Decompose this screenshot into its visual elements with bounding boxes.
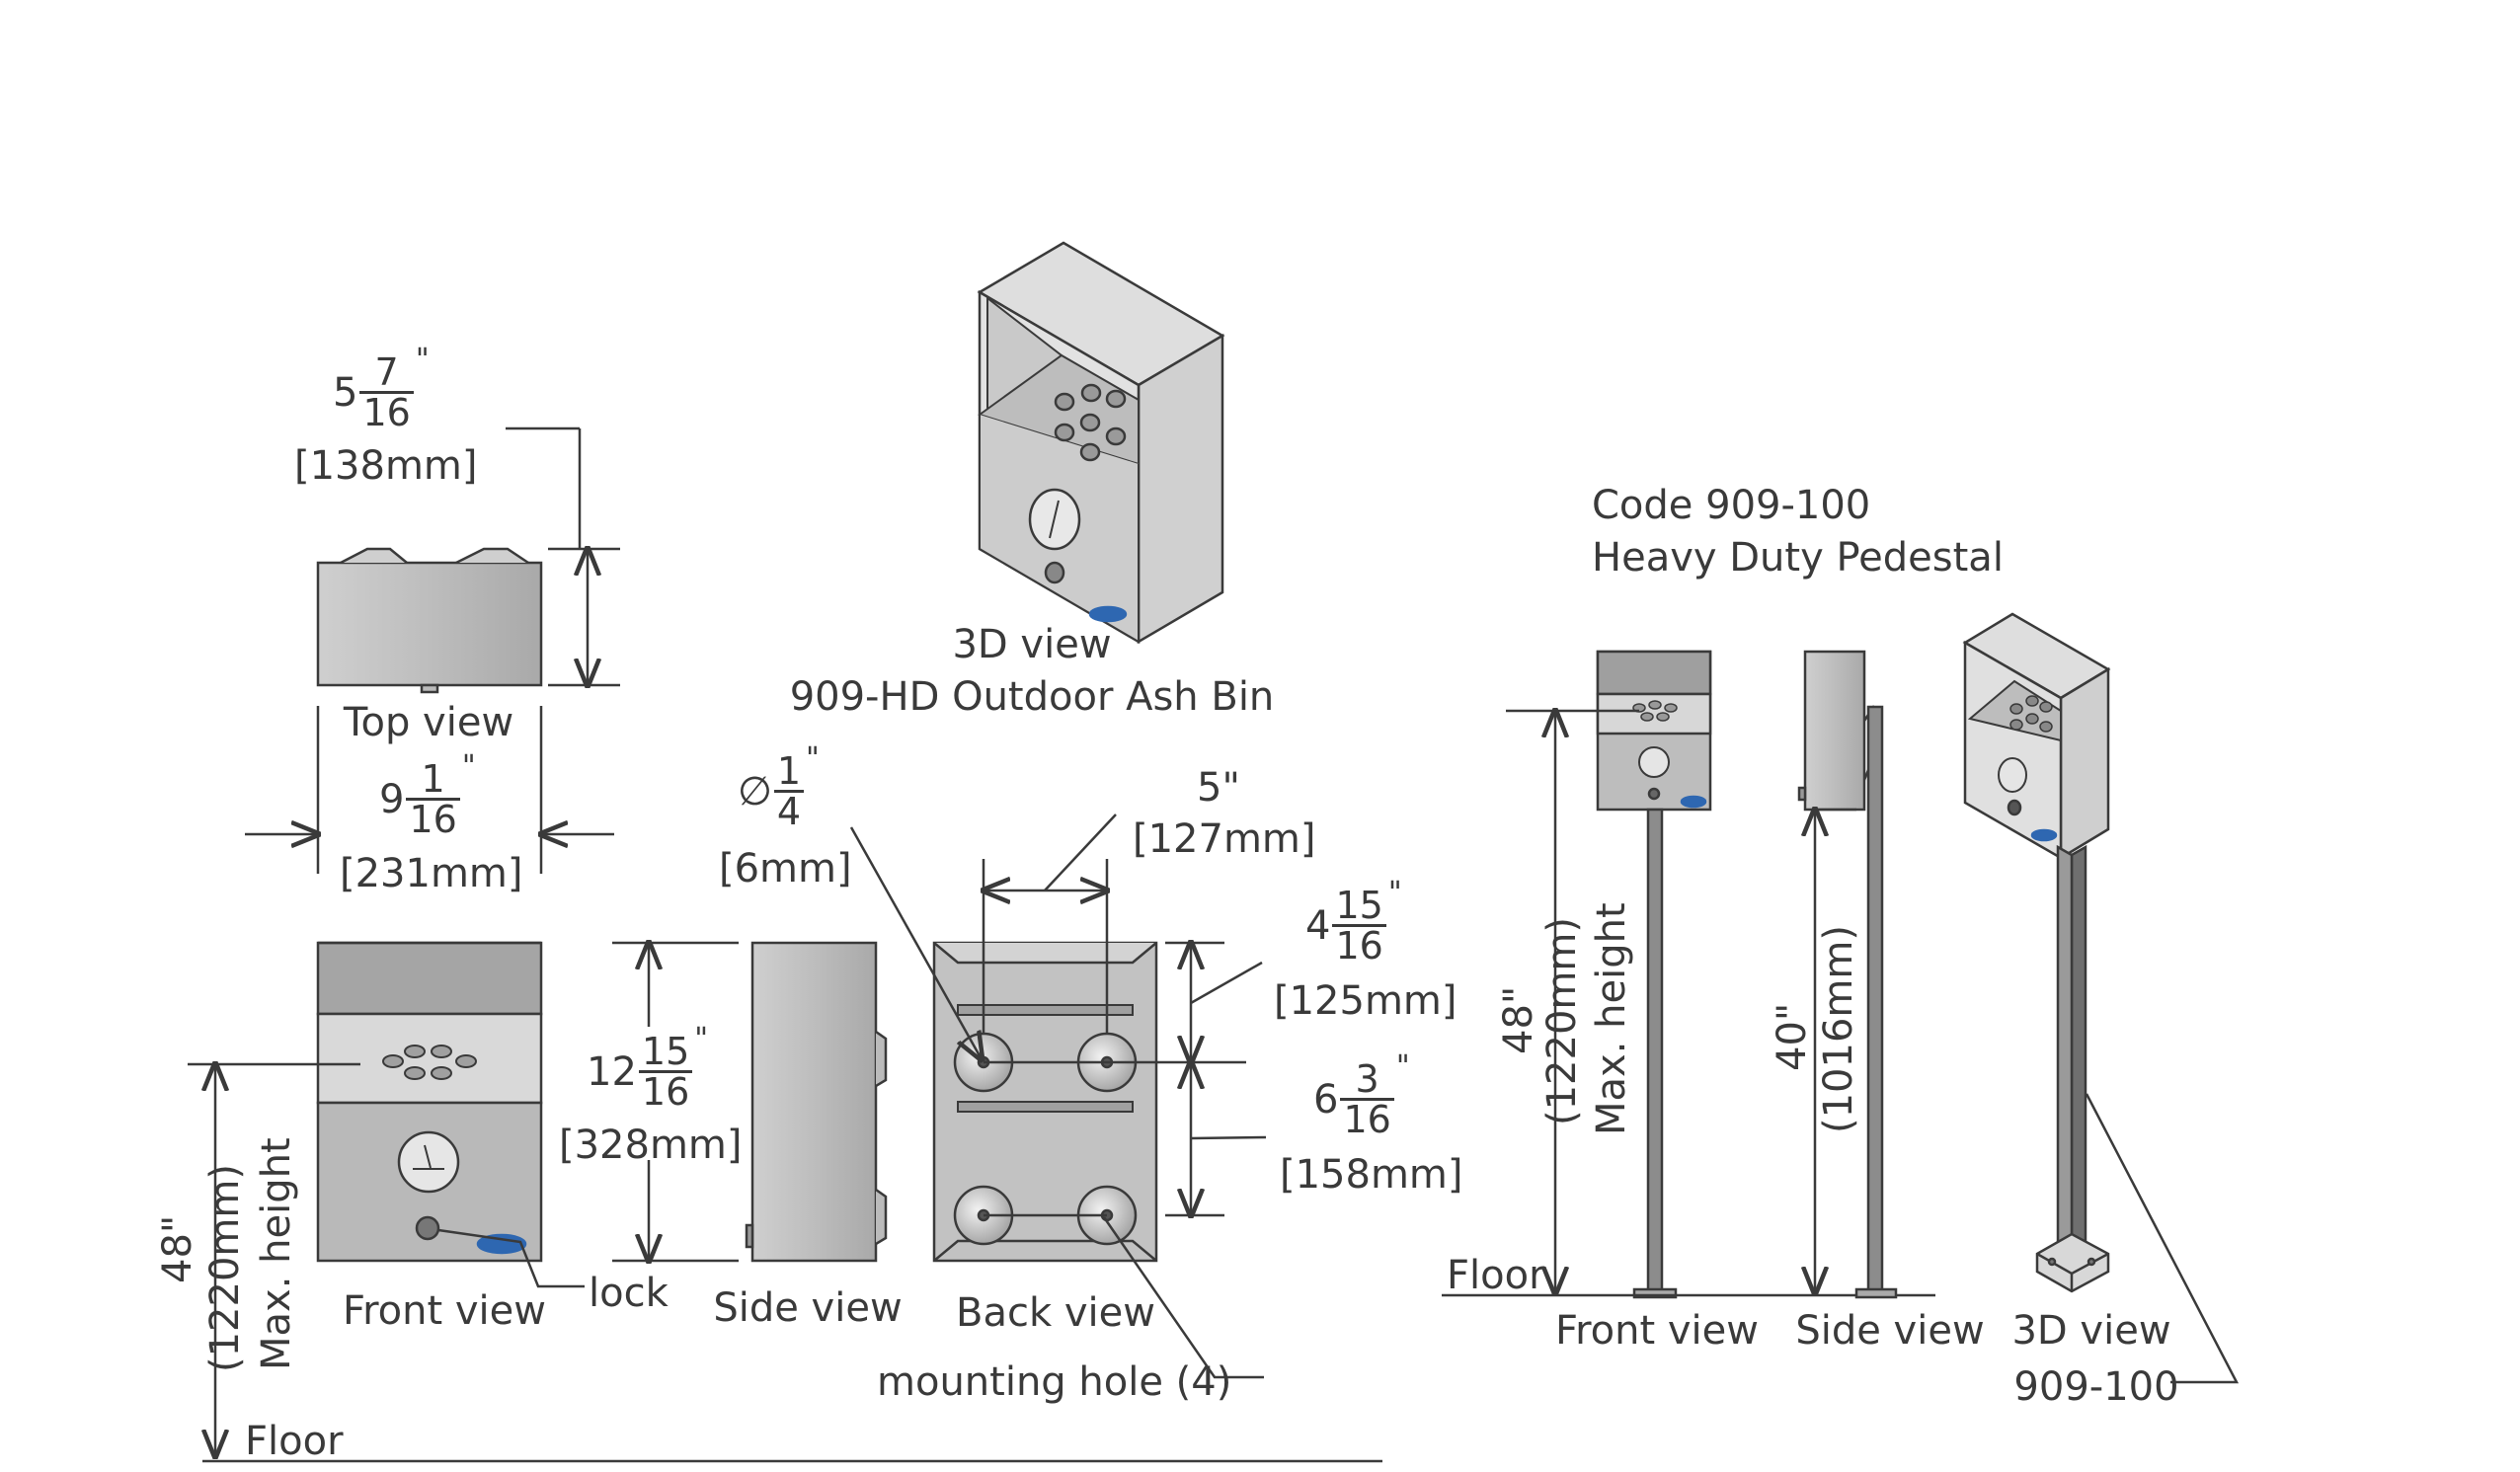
back-view-drawing [932, 941, 1158, 1263]
pedestal-code-leader [2085, 1093, 2240, 1384]
hole-symbol: ∅ [738, 768, 772, 814]
height-dimension-lines [612, 943, 739, 1261]
height-num: 15 [638, 1033, 693, 1073]
height-den: 16 [641, 1070, 690, 1114]
back-view-label: Back view [956, 1290, 1155, 1336]
hole-num: 1 [773, 752, 805, 793]
pedestal-max-height-inch: 48" [1496, 985, 1541, 1054]
pedestal-iso-view-label: 3D view [2011, 1308, 2171, 1354]
pedestal-post-inch: 40" [1770, 1002, 1815, 1071]
max-height-inch: 48" [155, 1214, 200, 1283]
hole-mm: [6mm] [719, 846, 852, 891]
iso-view-drawing [977, 241, 1225, 645]
hole-to-bottom-num: 3 [1340, 1060, 1394, 1101]
hole-to-bottom-mm: [158mm] [1280, 1152, 1463, 1198]
hole-den: 4 [776, 790, 802, 833]
width-num: 1 [406, 760, 460, 801]
pedestal-max-height-mm: (1220mm) [1539, 917, 1585, 1125]
iso-product-label: 909-HD Outdoor Ash Bin [789, 674, 1275, 720]
side-view-label: Side view [713, 1285, 903, 1331]
front-view-label: Front view [343, 1288, 546, 1334]
max-height-mm: (1220mm) [202, 1164, 248, 1372]
depth-whole: 5 [333, 369, 358, 416]
hole-spacing-h-inch: 5" [1197, 765, 1240, 811]
hole-spacing-v-num: 15 [1332, 887, 1386, 927]
top-view-drawing [316, 547, 543, 694]
pedestal-front-view-label: Front view [1555, 1308, 1759, 1354]
hole-spacing-h-mm: [127mm] [1133, 816, 1316, 862]
depth-dimension-lines [506, 426, 620, 685]
hole-diameter-leader [849, 826, 982, 1059]
pedestal-post-mm: (1016mm) [1816, 925, 1861, 1133]
hole-centerlines [984, 1060, 1107, 1217]
hole-spacing-v-den: 16 [1335, 924, 1383, 968]
pedestal-side-drawing [1797, 650, 1898, 1299]
pedestal-side-dimension-lines [1812, 810, 1856, 1293]
width-den: 16 [409, 798, 457, 841]
width-dimension-lines [245, 706, 614, 874]
lock-callout: lock [589, 1271, 669, 1316]
pedestal-front-drawing [1596, 650, 1712, 1299]
depth-den: 16 [362, 391, 411, 434]
pedestal-floor-label: Floor [1447, 1253, 1545, 1298]
pedestal-max-height-label: Max. height [1589, 902, 1634, 1135]
side-view-drawing [745, 941, 888, 1263]
title-line-2: Heavy Duty Pedestal [1592, 535, 2004, 581]
top-view-label: Top view [343, 700, 514, 745]
pedestal-side-view-label: Side view [1795, 1308, 1985, 1354]
hole-spacing-v-whole: 4 [1305, 902, 1331, 949]
height-mm: [328mm] [559, 1123, 743, 1168]
mounting-hole-callout: mounting hole (4) [877, 1359, 1232, 1405]
lock-leader [437, 1228, 585, 1288]
height-whole: 12 [587, 1048, 637, 1095]
hole-spacing-h-lines [984, 813, 1117, 1034]
front-max-height-lines [188, 1064, 1382, 1463]
mounting-hole-leader [1102, 1216, 1264, 1379]
pedestal-iso-drawing [1962, 612, 2111, 1293]
depth-mm: [138mm] [294, 443, 478, 489]
front-view-drawing [316, 941, 543, 1263]
hole-to-bottom-den: 16 [1343, 1098, 1391, 1141]
floor-label: Floor [245, 1419, 344, 1464]
hole-to-bottom-whole: 6 [1313, 1076, 1339, 1123]
pedestal-code-label: 909-100 [2013, 1364, 2179, 1410]
hole-spacing-v-lines [1107, 943, 1267, 1215]
title-line-1: Code 909-100 [1592, 483, 1871, 528]
iso-view-label: 3D view [952, 622, 1112, 667]
width-whole: 9 [379, 776, 405, 822]
hole-spacing-v-mm: [125mm] [1274, 978, 1457, 1024]
depth-num: 7 [359, 353, 414, 394]
pedestal-front-dimension-lines [1442, 711, 1935, 1297]
width-mm: [231mm] [340, 851, 523, 896]
max-height-label: Max. height [254, 1137, 299, 1370]
